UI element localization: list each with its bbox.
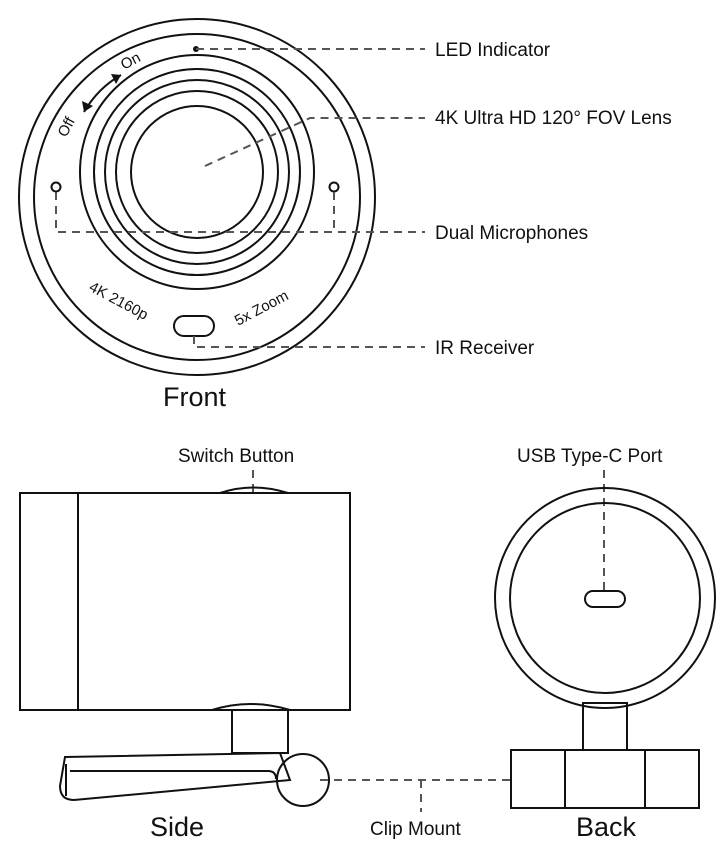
- view-title-back: Back: [576, 812, 637, 842]
- ring-label-off: Off: [55, 114, 80, 140]
- front-outer-ring: [18, 18, 376, 376]
- label-usb-port: USB Type-C Port: [517, 446, 663, 467]
- label-switch-button: Switch Button: [178, 446, 294, 467]
- leader-lens: [204, 117, 425, 167]
- lens-ring-4: [115, 90, 279, 254]
- ring-label-resolution: 4K 2160p: [86, 279, 151, 324]
- lens-ring-1: [79, 54, 315, 290]
- lens-glass: [130, 105, 264, 239]
- label-clip-mount: Clip Mount: [370, 819, 462, 840]
- front-view: On Off 4K 2160p 5x Zoom LED Indicator 4K…: [18, 18, 672, 412]
- label-led-indicator: LED Indicator: [435, 40, 551, 61]
- leader-clip-mount: [320, 779, 512, 812]
- clip-arm: [58, 751, 292, 802]
- back-stem: [582, 702, 628, 751]
- view-title-front: Front: [163, 382, 227, 412]
- leader-mics: [55, 192, 425, 233]
- arrow-head-off-icon: [82, 101, 93, 112]
- label-lens: 4K Ultra HD 120° FOV Lens: [435, 108, 672, 129]
- arrow-head-on-icon: [111, 74, 121, 84]
- back-clip: [510, 749, 700, 809]
- side-view: Switch Button Side: [19, 446, 351, 842]
- lens-ring-2: [93, 68, 301, 276]
- back-view: USB Type-C Port Back: [494, 446, 716, 842]
- back-outer-ring: [494, 487, 716, 709]
- switch-button-bump: [219, 486, 289, 494]
- mic-hole-left: [50, 181, 62, 193]
- clip-arm-inner: [70, 770, 277, 780]
- ring-label-zoom: 5x Zoom: [232, 287, 292, 329]
- front-inner-ring: [33, 33, 361, 361]
- lens-ring-3: [104, 79, 290, 265]
- label-ir-receiver: IR Receiver: [435, 338, 535, 359]
- clip-hinge: [276, 753, 330, 807]
- side-bottom-curve: [211, 703, 291, 711]
- leader-ir: [193, 336, 425, 348]
- back-inner-ring: [509, 502, 701, 694]
- usb-c-port: [584, 590, 626, 608]
- view-title-side: Side: [150, 812, 204, 842]
- label-dual-microphones: Dual Microphones: [435, 223, 588, 244]
- mic-hole-right: [328, 181, 340, 193]
- side-stem: [231, 709, 289, 754]
- ir-receiver-slot: [173, 315, 215, 337]
- side-body: [19, 492, 351, 711]
